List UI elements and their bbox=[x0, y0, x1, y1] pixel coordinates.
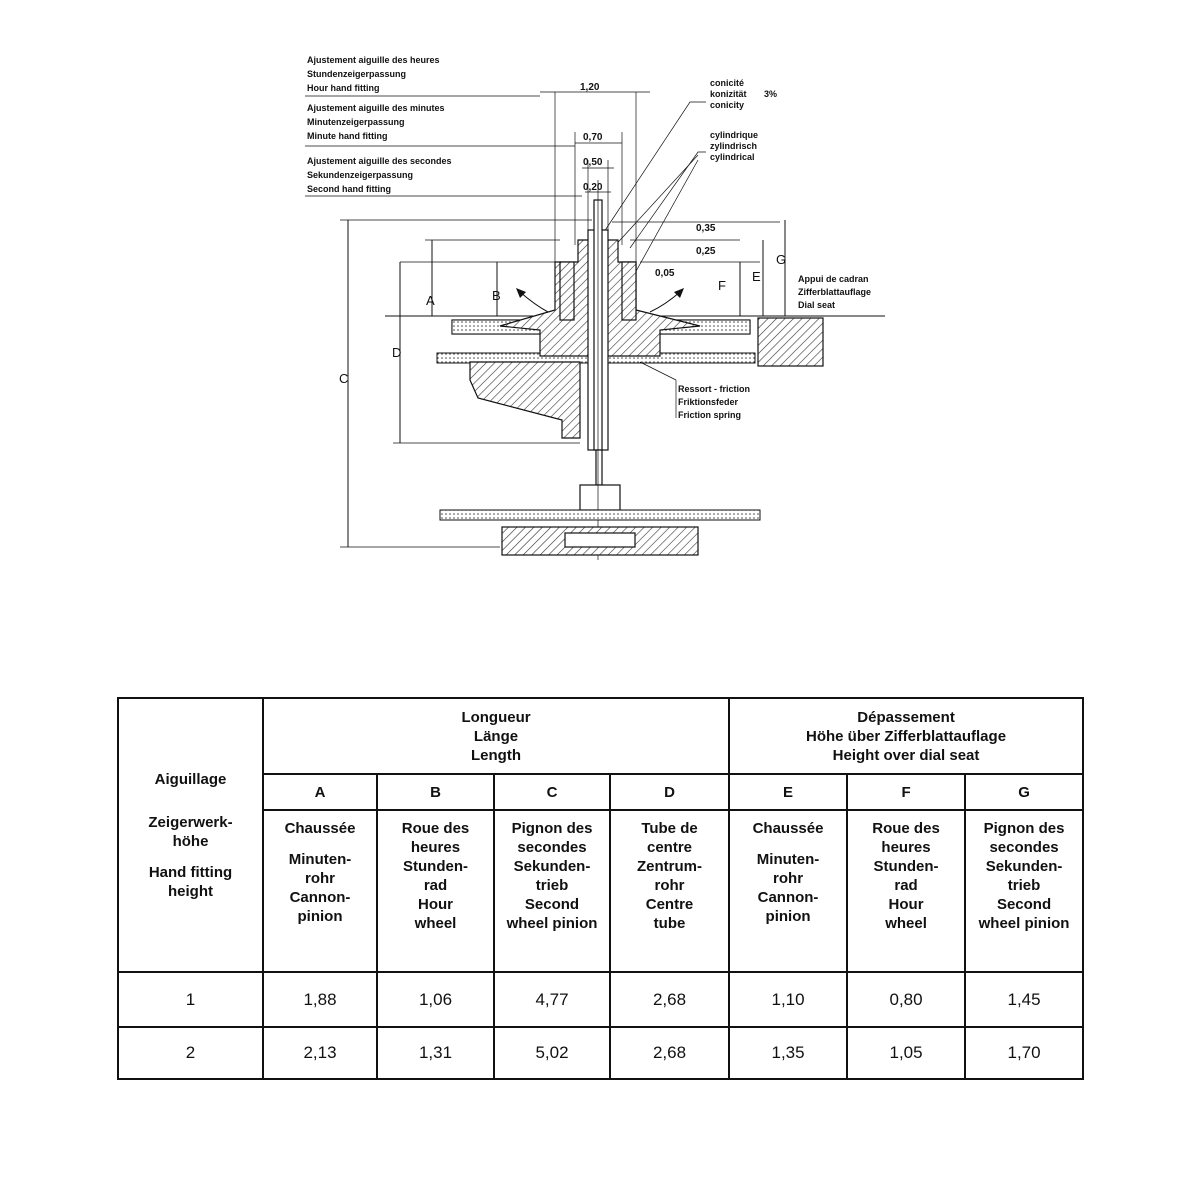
column-letter: F bbox=[846, 773, 967, 811]
row-label: 1 bbox=[117, 971, 264, 1028]
cannon-pinion bbox=[499, 239, 596, 357]
table-cell: 1,35 bbox=[728, 1026, 849, 1080]
letter-e: E bbox=[752, 269, 761, 284]
hand-fitting-table: Aiguillage Zeigerwerk- höhe Hand fitting… bbox=[117, 697, 1085, 1080]
svg-text:Ajustement aiguille des heures: Ajustement aiguille des heures bbox=[307, 55, 440, 65]
svg-text:conicity: conicity bbox=[710, 100, 744, 110]
svg-text:Second hand fitting: Second hand fitting bbox=[307, 184, 391, 194]
friction-spring-label: Ressort - friction Friktionsfeder Fricti… bbox=[678, 384, 750, 420]
letter-a: A bbox=[426, 293, 435, 308]
table-cell: 2,68 bbox=[608, 1026, 731, 1080]
cylindrical-label: cylindrique zylindrisch cylindrical bbox=[710, 130, 758, 162]
table-cell: 0,80 bbox=[846, 971, 967, 1028]
length-group-header: Longueur Länge Length bbox=[261, 697, 731, 775]
column-description: Chaussée Minuten-rohr Cannon-pinion bbox=[728, 809, 849, 973]
table-cell: 1,06 bbox=[376, 971, 495, 1028]
column-description-row: Chaussée Minuten-rohr Cannon-pinion Roue… bbox=[118, 809, 1085, 973]
svg-text:conicité: conicité bbox=[710, 78, 744, 88]
svg-text:0,70: 0,70 bbox=[583, 132, 603, 143]
second-fitting-label: Ajustement aiguille des secondes Sekunde… bbox=[307, 156, 452, 194]
column-letter-row: A B C D E F G bbox=[118, 773, 1085, 811]
table-cell: 1,10 bbox=[728, 971, 849, 1028]
svg-text:Ajustement aiguille des minute: Ajustement aiguille des minutes bbox=[307, 103, 445, 113]
svg-text:cylindrique: cylindrique bbox=[710, 130, 758, 140]
dial-block bbox=[757, 317, 824, 367]
column-letter: A bbox=[262, 773, 378, 811]
column-letter: C bbox=[493, 773, 611, 811]
hour-fitting-dimension: 1,20 bbox=[540, 82, 650, 262]
minute-fitting-dimension: 0,70 bbox=[574, 132, 623, 245]
table-cell: 2,68 bbox=[608, 971, 731, 1028]
svg-text:0,50: 0,50 bbox=[583, 157, 603, 168]
svg-text:konizität: konizität bbox=[710, 89, 747, 99]
column-description: Chaussée Minuten-rohr Cannon-pinion bbox=[262, 809, 378, 973]
svg-text:0,20: 0,20 bbox=[583, 182, 603, 193]
svg-text:Hour hand fitting: Hour hand fitting bbox=[307, 83, 379, 93]
column-letter: E bbox=[728, 773, 849, 811]
svg-text:Friktionsfeder: Friktionsfeder bbox=[678, 397, 739, 407]
fourth-wheel bbox=[439, 509, 761, 521]
table-cell: 5,02 bbox=[493, 1026, 611, 1080]
letter-g: G bbox=[776, 252, 786, 267]
svg-text:zylindrisch: zylindrisch bbox=[710, 141, 757, 151]
svg-text:cylindrical: cylindrical bbox=[710, 152, 755, 162]
hand-fitting-diagram: Ajustement aiguille des heures Stundenze… bbox=[305, 55, 885, 560]
svg-text:Appui de cadran: Appui de cadran bbox=[798, 274, 869, 284]
svg-text:3%: 3% bbox=[764, 89, 777, 99]
letter-d: D bbox=[392, 345, 401, 360]
svg-text:Stundenzeigerpassung: Stundenzeigerpassung bbox=[307, 69, 406, 79]
svg-text:Zifferblattauflage: Zifferblattauflage bbox=[798, 287, 871, 297]
table-cell: 2,13 bbox=[262, 1026, 378, 1080]
table-row: 1 1,88 1,06 4,77 2,68 1,10 0,80 1,45 bbox=[117, 971, 1085, 1028]
table-cell: 1,45 bbox=[964, 971, 1085, 1028]
svg-text:0,05: 0,05 bbox=[655, 268, 675, 279]
svg-text:1,20: 1,20 bbox=[580, 82, 600, 93]
table-cell: 1,05 bbox=[846, 1026, 967, 1080]
conicity-label: conicité konizität 3% conicity bbox=[710, 78, 777, 110]
letter-b: B bbox=[492, 288, 501, 303]
letter-f: F bbox=[718, 278, 726, 293]
svg-text:Minutenzeigerpassung: Minutenzeigerpassung bbox=[307, 117, 405, 127]
column-letter: D bbox=[608, 773, 731, 811]
row-header-cell: Aiguillage Zeigerwerk- höhe Hand fitting… bbox=[117, 697, 264, 973]
second-fitting-dimension: 0,50 0,20 bbox=[582, 157, 614, 230]
height-group-header: Dépassement Höhe über Zifferblattauflage… bbox=[728, 697, 1085, 775]
table-cell: 4,77 bbox=[493, 971, 611, 1028]
minute-fitting-label: Ajustement aiguille des minutes Minutenz… bbox=[307, 103, 445, 141]
row-label: 2 bbox=[117, 1026, 264, 1080]
table-cell: 1,70 bbox=[964, 1026, 1085, 1080]
table-cell: 1,31 bbox=[376, 1026, 495, 1080]
svg-text:Ajustement aiguille des second: Ajustement aiguille des secondes bbox=[307, 156, 452, 166]
svg-text:Ressort - friction: Ressort - friction bbox=[678, 384, 750, 394]
column-letter: G bbox=[964, 773, 1085, 811]
column-letter: B bbox=[376, 773, 495, 811]
svg-text:Minute hand fitting: Minute hand fitting bbox=[307, 131, 387, 141]
svg-text:Sekundenzeigerpassung: Sekundenzeigerpassung bbox=[307, 170, 413, 180]
svg-text:0,25: 0,25 bbox=[696, 246, 716, 257]
table-cell: 1,88 bbox=[262, 971, 378, 1028]
svg-text:Friction spring: Friction spring bbox=[678, 410, 741, 420]
letter-c: C bbox=[339, 371, 348, 386]
table-row: 2 2,13 1,31 5,02 2,68 1,35 1,05 1,70 bbox=[117, 1026, 1085, 1080]
dial-seat-label: Appui de cadran Zifferblattauflage Dial … bbox=[798, 274, 871, 310]
table-header-row: Aiguillage Zeigerwerk- höhe Hand fitting… bbox=[117, 697, 1085, 973]
svg-text:Dial seat: Dial seat bbox=[798, 300, 835, 310]
bridge-block bbox=[469, 361, 581, 439]
hour-fitting-label: Ajustement aiguille des heures Stundenze… bbox=[307, 55, 440, 93]
svg-text:0,35: 0,35 bbox=[696, 223, 716, 234]
